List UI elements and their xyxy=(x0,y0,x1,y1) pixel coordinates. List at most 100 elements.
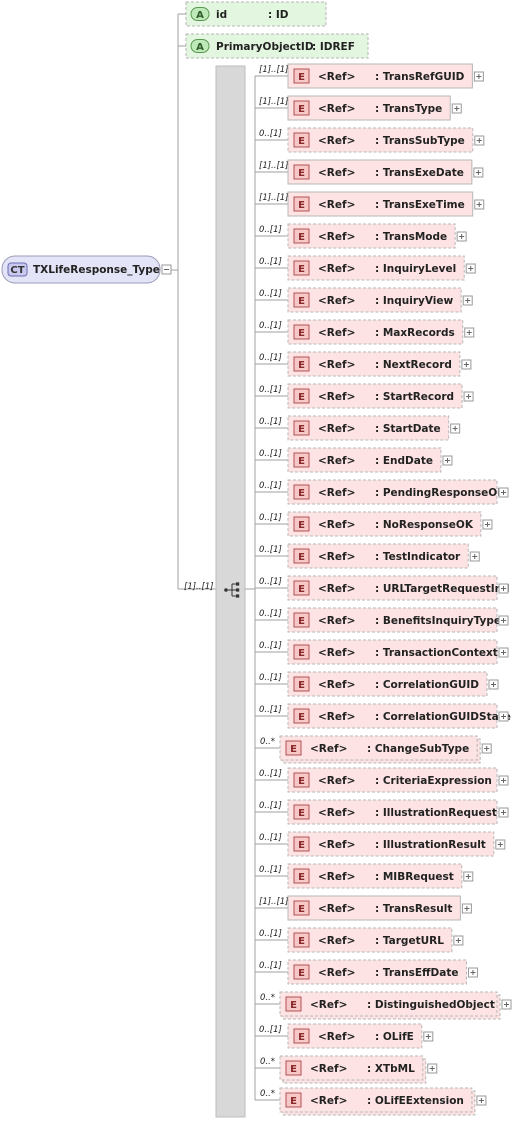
attribute-box[interactable] xyxy=(185,33,369,59)
element-transexedate[interactable]: [1]..[1]E<Ref>: TransExeDate xyxy=(259,159,484,185)
element-ref-label: <Ref> xyxy=(318,391,355,403)
element-box[interactable] xyxy=(287,255,465,281)
element-box[interactable] xyxy=(287,223,456,249)
element-maxrecords[interactable]: 0..[1]E<Ref>: MaxRecords xyxy=(259,319,475,345)
element-badge-text: E xyxy=(298,968,305,979)
element-box[interactable] xyxy=(287,351,461,377)
element-box[interactable] xyxy=(287,671,488,697)
element-transexetime[interactable]: [1]..[1]E<Ref>: TransExeTime xyxy=(259,191,485,217)
element-badge-text: E xyxy=(298,648,305,659)
element-name: : TransType xyxy=(375,103,442,115)
element-ref-label: <Ref> xyxy=(310,999,347,1011)
element-box[interactable] xyxy=(287,831,495,857)
attribute-badge-text: A xyxy=(196,42,204,53)
element-badge xyxy=(285,996,302,1012)
element-transtype[interactable]: [1]..[1]E<Ref>: TransType xyxy=(259,95,462,121)
element-ref-label: <Ref> xyxy=(318,167,355,179)
element-box[interactable] xyxy=(279,1055,424,1081)
element-multiplicity: 0..[1] xyxy=(259,577,282,587)
element-box[interactable] xyxy=(287,927,453,953)
element-badge xyxy=(293,580,310,596)
element-transactioncontext[interactable]: 0..[1]E<Ref>: TransactionContext xyxy=(259,639,509,665)
element-enddate[interactable]: 0..[1]E<Ref>: EndDate xyxy=(259,447,453,473)
element-box[interactable] xyxy=(287,799,498,825)
element-badge xyxy=(293,132,310,148)
element-box[interactable] xyxy=(287,1023,423,1049)
element-transresult[interactable]: [1]..[1]E<Ref>: TransResult xyxy=(259,895,472,921)
element-inquiryview[interactable]: 0..[1]E<Ref>: InquiryView xyxy=(259,287,473,313)
element-illustrationrequest[interactable]: 0..[1]E<Ref>: IllustrationRequest xyxy=(259,799,509,825)
element-name: : InquiryView xyxy=(375,295,454,307)
element-badge xyxy=(293,644,310,660)
element-box[interactable] xyxy=(279,1087,473,1113)
element-box[interactable] xyxy=(287,543,469,569)
element-box[interactable] xyxy=(287,895,461,921)
element-multiplicity: 0..[1] xyxy=(259,513,282,523)
element-inquirylevel[interactable]: 0..[1]E<Ref>: InquiryLevel xyxy=(259,255,476,281)
element-changesubtype[interactable]: 0..*E<Ref>: ChangeSubType xyxy=(260,735,492,764)
element-box[interactable] xyxy=(287,639,498,665)
element-box[interactable] xyxy=(287,319,464,345)
element-box[interactable] xyxy=(287,95,451,121)
element-correlationguid[interactable]: 0..[1]E<Ref>: CorrelationGUID xyxy=(259,671,499,697)
element-startrecord[interactable]: 0..[1]E<Ref>: StartRecord xyxy=(259,383,474,409)
sequence-compositor[interactable]: [1]..[1] xyxy=(184,65,246,1118)
element-box[interactable] xyxy=(287,479,498,505)
element-badge xyxy=(293,356,310,372)
element-name: : TransactionContext xyxy=(375,647,498,659)
element-benefitsinquirytype[interactable]: 0..[1]E<Ref>: BenefitsInquiryType xyxy=(259,607,509,633)
element-box[interactable] xyxy=(287,63,473,89)
element-box[interactable] xyxy=(287,415,450,441)
element-olifeextension[interactable]: 0..*E<Ref>: OLifEExtension xyxy=(260,1087,487,1116)
element-box[interactable] xyxy=(287,159,473,185)
element-box[interactable] xyxy=(287,607,498,633)
element-box[interactable] xyxy=(287,447,442,473)
element-targeturl[interactable]: 0..[1]E<Ref>: TargetURL xyxy=(259,927,464,953)
element-box[interactable] xyxy=(287,127,474,153)
element-nextrecord[interactable]: 0..[1]E<Ref>: NextRecord xyxy=(259,351,472,377)
element-noresponseok[interactable]: 0..[1]E<Ref>: NoResponseOK xyxy=(259,511,493,537)
element-ref-label: <Ref> xyxy=(318,103,355,115)
element-badge-text: E xyxy=(290,744,297,755)
element-box[interactable] xyxy=(287,511,482,537)
element-box[interactable] xyxy=(287,287,462,313)
element-olife[interactable]: 0..[1]E<Ref>: OLifE xyxy=(259,1023,434,1049)
element-distinguishedobject[interactable]: 0..*E<Ref>: DistinguishedObject xyxy=(260,991,512,1020)
element-badge-text: E xyxy=(298,104,305,115)
element-startdate[interactable]: 0..[1]E<Ref>: StartDate xyxy=(259,415,461,441)
complex-type-node[interactable]: CT TXLifeResponse_Type xyxy=(1,255,172,284)
element-box[interactable] xyxy=(279,735,478,761)
element-box[interactable] xyxy=(287,575,498,601)
element-multiplicity: [1]..[1] xyxy=(259,161,288,171)
element-multiplicity: 0..[1] xyxy=(259,257,282,267)
element-box[interactable] xyxy=(287,959,467,985)
element-multiplicity: 0..[1] xyxy=(259,801,282,811)
element-box[interactable] xyxy=(287,703,498,729)
element-box[interactable] xyxy=(287,767,498,793)
sequence-icon[interactable] xyxy=(224,582,240,598)
element-transmode[interactable]: 0..[1]E<Ref>: TransMode xyxy=(259,223,467,249)
element-badge-text: E xyxy=(298,808,305,819)
element-box[interactable] xyxy=(279,991,498,1017)
element-criteriaexpression[interactable]: 0..[1]E<Ref>: CriteriaExpression xyxy=(259,767,509,793)
element-name: : StartDate xyxy=(375,423,441,435)
element-transsubtype[interactable]: 0..[1]E<Ref>: TransSubType xyxy=(259,127,485,153)
element-transeffdate[interactable]: 0..[1]E<Ref>: TransEffDate xyxy=(259,959,478,985)
element-correlationguidstate[interactable]: 0..[1]E<Ref>: CorrelationGUIDState xyxy=(259,703,511,729)
element-ref-label: <Ref> xyxy=(318,327,355,339)
element-pendingresponseok[interactable]: 0..[1]E<Ref>: PendingResponseOK xyxy=(259,479,509,505)
element-urltargetrequestind[interactable]: 0..[1]E<Ref>: URLTargetRequestInd xyxy=(259,575,510,601)
element-transrefguid[interactable]: [1]..[1]E<Ref>: TransRefGUID xyxy=(259,63,484,89)
element-mibrequest[interactable]: 0..[1]E<Ref>: MIBRequest xyxy=(259,863,474,889)
element-box[interactable] xyxy=(287,863,463,889)
complex-type-box[interactable] xyxy=(1,255,161,284)
element-testindicator[interactable]: 0..[1]E<Ref>: TestIndicator xyxy=(259,543,480,569)
element-xtbml[interactable]: 0..*E<Ref>: XTbML xyxy=(260,1055,438,1084)
element-box[interactable] xyxy=(287,383,463,409)
element-illustrationresult[interactable]: 0..[1]E<Ref>: IllustrationResult xyxy=(259,831,506,857)
element-name: : ChangeSubType xyxy=(367,743,469,755)
element-box[interactable] xyxy=(287,191,474,217)
